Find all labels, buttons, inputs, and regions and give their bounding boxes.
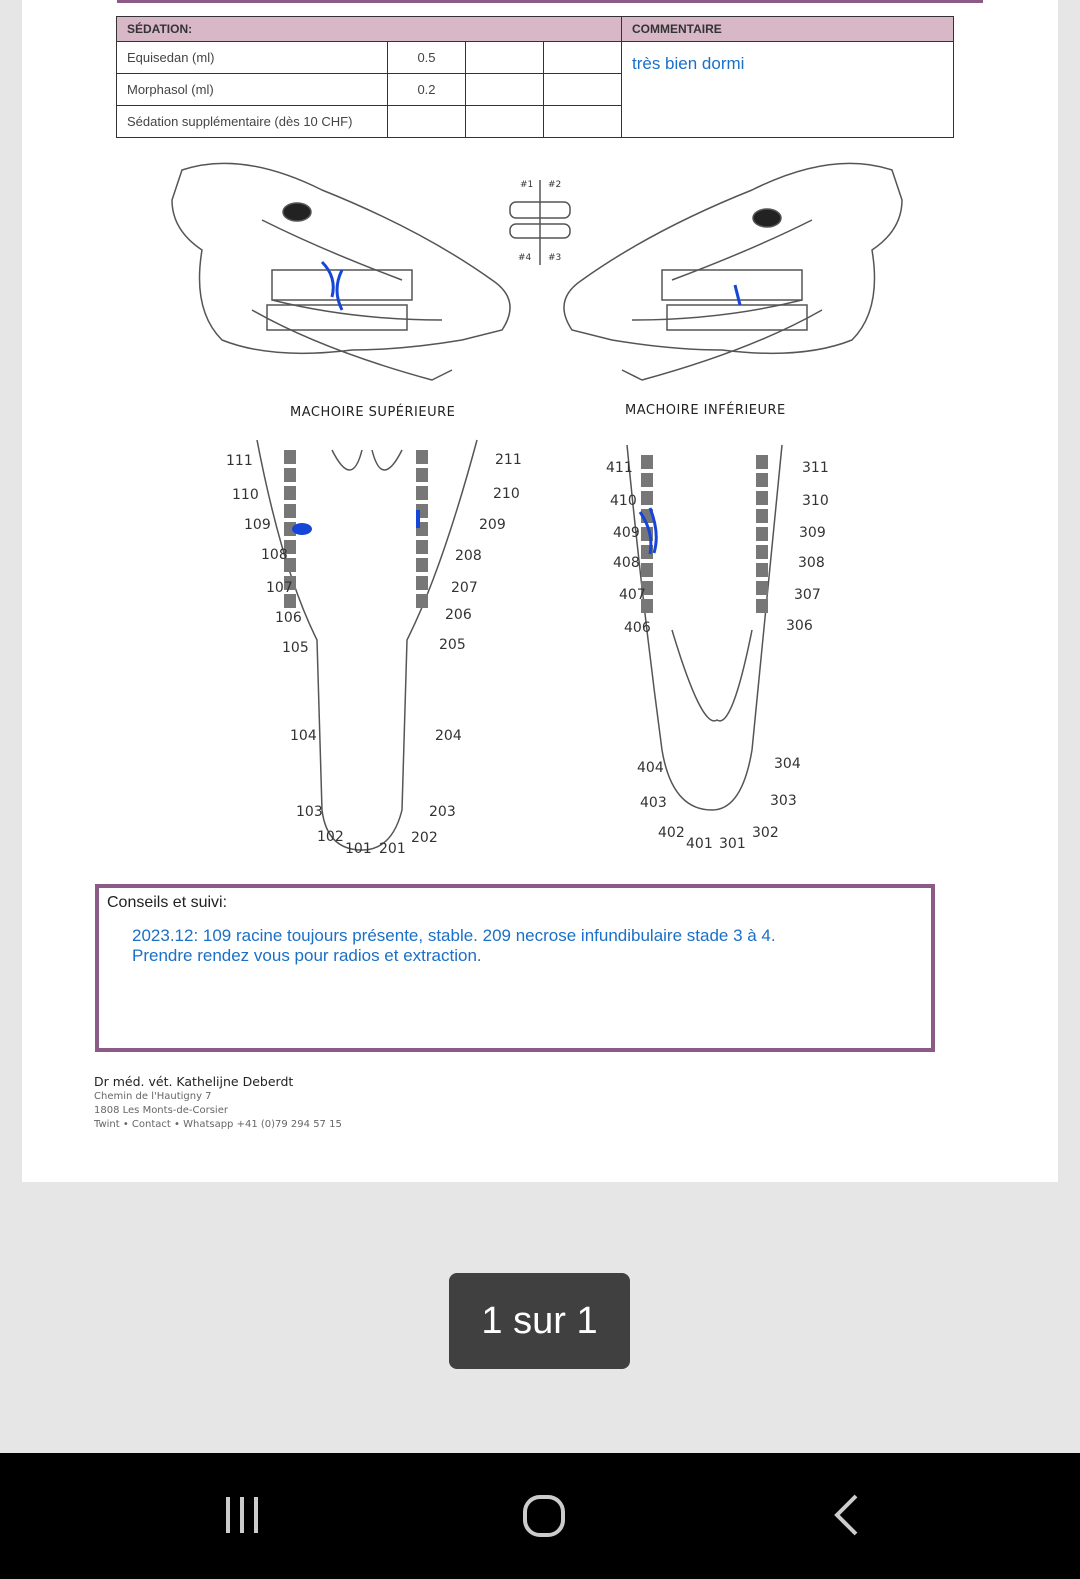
lower-tooth-number: 402: [658, 825, 685, 841]
lower-tooth-number: 310: [802, 493, 829, 509]
drug-label: Morphasol (ml): [116, 73, 388, 106]
upper-tooth-number: 208: [455, 548, 482, 564]
dental-diagram: [171, 162, 903, 851]
lower-tooth-number: 403: [640, 795, 667, 811]
upper-tooth-number: 211: [495, 452, 522, 468]
lower-tooth-number: 411: [606, 460, 633, 476]
upper-tooth-number: 106: [275, 610, 302, 626]
upper-tooth-number: 109: [244, 517, 271, 533]
drug-value: 0.2: [387, 73, 466, 106]
upper-skull-side-view: [171, 162, 511, 381]
lower-jaw-title: MACHOIRE INFÉRIEURE: [625, 403, 786, 418]
conseils-line: Prendre rendez vous pour radios et extra…: [132, 946, 482, 965]
drug-label: Sédation supplémentaire (dès 10 CHF): [116, 105, 388, 138]
upper-tooth-number: 101: [345, 841, 372, 857]
lower-tooth-number: 406: [624, 620, 651, 636]
lower-tooth-number: 309: [799, 525, 826, 541]
lower-tooth-number: 311: [802, 460, 829, 476]
upper-tooth-number: 205: [439, 637, 466, 653]
lower-tooth-number: 301: [719, 836, 746, 852]
recent-apps-button[interactable]: [222, 1493, 262, 1538]
lower-tooth-number: 409: [613, 525, 640, 541]
upper-tooth-number: 105: [282, 640, 309, 656]
lower-tooth-number: 408: [613, 555, 640, 571]
quadrant-label: #3: [548, 253, 562, 263]
upper-tooth-number: 202: [411, 830, 438, 846]
upper-tooth-number: 108: [261, 547, 288, 563]
vet-name: Dr méd. vét. Kathelijne Deberdt: [94, 1074, 294, 1089]
back-button[interactable]: [832, 1493, 862, 1538]
upper-tooth-number: 206: [445, 607, 472, 623]
upper-tooth-number: 204: [435, 728, 462, 744]
upper-tooth-number: 203: [429, 804, 456, 820]
lower-tooth-number: 401: [686, 836, 713, 852]
upper-tooth-number: 209: [479, 517, 506, 533]
upper-tooth-number: 102: [317, 829, 344, 845]
sedation-header: SÉDATION:: [116, 16, 622, 42]
address-city: 1808 Les Monts-de-Corsier: [94, 1105, 228, 1116]
drug-value: [387, 105, 466, 138]
lower-tooth-number: 302: [752, 825, 779, 841]
upper-tooth-number: 110: [232, 487, 259, 503]
lower-tooth-number: 410: [610, 493, 637, 509]
upper-jaw-occlusal-view: [256, 439, 478, 851]
quadrant-label: #1: [520, 180, 534, 190]
upper-tooth-number: 201: [379, 841, 406, 857]
upper-tooth-number: 210: [493, 486, 520, 502]
conseils-line: 2023.12: 109 racine toujours présente, s…: [132, 926, 776, 945]
lower-tooth-number: 407: [619, 587, 646, 603]
lower-skull-side-view: [563, 162, 903, 381]
upper-tooth-number: 111: [226, 453, 253, 469]
lower-tooth-number: 404: [637, 760, 664, 776]
comment-header: COMMENTAIRE: [621, 16, 954, 42]
quadrant-label: #2: [548, 180, 562, 190]
contact-line: Twint • Contact • Whatsapp +41 (0)79 294…: [94, 1119, 342, 1130]
top-divider: [117, 0, 983, 3]
lower-jaw-occlusal-view: [626, 444, 783, 811]
upper-jaw-title: MACHOIRE SUPÉRIEURE: [290, 405, 456, 420]
quadrant-chart: [509, 180, 571, 265]
upper-tooth-number: 103: [296, 804, 323, 820]
lower-tooth-number: 308: [798, 555, 825, 571]
home-button[interactable]: [522, 1493, 566, 1538]
lower-tooth-number: 307: [794, 587, 821, 603]
document-page: SÉDATION: COMMENTAIRE Equisedan (ml) 0.5…: [22, 0, 1058, 1182]
drug-value: 0.5: [387, 41, 466, 74]
lower-tooth-number: 306: [786, 618, 813, 634]
lower-tooth-number: 304: [774, 756, 801, 772]
address-street: Chemin de l'Hautigny 7: [94, 1091, 212, 1102]
drug-label: Equisedan (ml): [116, 41, 388, 74]
conseils-text: 2023.12: 109 racine toujours présente, s…: [132, 926, 776, 966]
android-nav-bar: [0, 1453, 1080, 1579]
sedation-table: SÉDATION: COMMENTAIRE Equisedan (ml) 0.5…: [116, 16, 954, 138]
upper-tooth-number: 107: [266, 580, 293, 596]
conseils-box: Conseils et suivi: 2023.12: 109 racine t…: [95, 884, 935, 1052]
upper-tooth-number: 207: [451, 580, 478, 596]
lower-tooth-number: 303: [770, 793, 797, 809]
conseils-title: Conseils et suivi:: [107, 894, 228, 911]
quadrant-label: #4: [518, 253, 532, 263]
comment-text: très bien dormi: [621, 41, 954, 138]
signature-block: Dr méd. vét. Kathelijne Deberdt Chemin d…: [94, 1074, 342, 1132]
upper-tooth-number: 104: [290, 728, 317, 744]
page-indicator: 1 sur 1: [449, 1273, 630, 1369]
